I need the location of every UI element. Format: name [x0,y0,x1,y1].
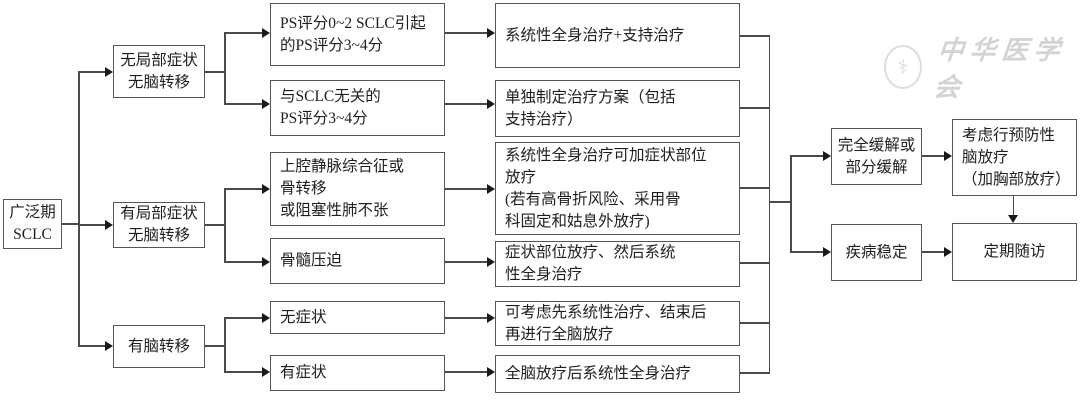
connector-line [78,71,80,347]
node-systemic-therapy-plus-supportive-care: 系统性全身治疗+支持治疗 [495,3,740,68]
node-systemic-then-whole-brain-rt: 可考虑先系统性治疗、结束后 再进行全脑放疗 [495,301,740,346]
connector-line [224,32,226,104]
cma-emblem-icon: ⚕ [884,45,923,89]
arrowhead-icon [944,151,952,161]
arrowhead-icon [262,367,270,377]
connector-line [205,345,226,347]
node-local-symptoms-no-brain-met: 有局部症状 无脑转移 [113,202,205,248]
connector-line [740,107,770,109]
node-regular-followup: 定期随访 [952,223,1077,281]
arrowhead-icon [487,184,495,194]
arrowhead-icon [105,67,113,77]
connector-line [224,103,263,105]
node-complete-or-partial-response: 完全缓解或 部分缓解 [831,128,922,185]
connector-line [78,345,106,347]
connector-line [922,251,945,253]
node-whole-brain-rt-then-systemic: 全脑放疗后系统性全身治疗 [495,355,740,393]
connector-line [768,35,770,374]
connector-line [224,317,226,373]
connector-line [224,188,226,263]
arrowhead-icon [823,151,831,161]
node-asymptomatic: 无症状 [270,301,445,334]
connector-line [1012,196,1014,216]
connector-line [768,201,792,203]
node-ps-3-4-unrelated-to-sclc: 与SCLC无关的 PS评分3~4分 [270,80,445,136]
arrowhead-icon [487,99,495,109]
connector-line [78,224,106,226]
connector-line [205,224,226,226]
arrowhead-icon [944,247,952,257]
connector-line [790,251,824,253]
connector-line [740,187,770,189]
connector-line [224,188,263,190]
arrowhead-icon [487,313,495,323]
node-stable-disease: 疾病稳定 [831,224,922,281]
arrowhead-icon [262,28,270,38]
node-no-local-symptoms-no-brain-met: 无局部症状 无脑转移 [113,45,205,98]
cma-watermark-text: 中华医学会 [932,36,1068,102]
node-ps-0-2-or-sclc-caused-ps-3-4: PS评分0~2 SCLC引起 的PS评分3~4分 [270,3,445,66]
connector-line [790,155,824,157]
connector-line [445,188,488,190]
connector-line [445,32,488,34]
node-marrow-compression: 骨髓压迫 [270,238,445,284]
arrowhead-icon [262,313,270,323]
arrowhead-icon [487,367,495,377]
connector-line [205,71,226,73]
connector-line [445,317,488,319]
arrowhead-down-icon [1008,215,1018,223]
node-systemic-therapy-plus-site-radiotherapy: 系统性全身治疗可加症状部位 放疗 (若有高骨折风险、采用骨 科固定和姑息外放疗) [495,142,740,235]
arrowhead-icon [262,257,270,267]
arrowhead-icon [105,341,113,351]
connector-line [740,262,770,264]
connector-line [224,261,263,263]
connector-line [740,35,770,37]
connector-line [445,261,488,263]
connector-line [62,223,80,225]
node-prophylactic-cranial-irradiation: 考虑行预防性 脑放疗 （加胸部放疗） [952,119,1077,196]
node-extensive-stage-sclc: 广泛期 SCLC [3,199,62,249]
connector-line [224,371,263,373]
connector-line [740,322,770,324]
node-svc-syndrome-bone-met-atelectasis: 上腔静脉综合征或 骨转移 或阻塞性肺不张 [270,152,445,226]
connector-line [922,155,945,157]
connector-line [445,371,488,373]
connector-line [78,71,106,73]
arrowhead-icon [487,257,495,267]
arrowhead-icon [262,184,270,194]
connector-line [224,317,263,319]
connector-line [224,32,263,34]
cma-watermark: ⚕ 中华医学会 [884,30,1080,104]
connector-line [445,103,488,105]
arrowhead-icon [262,99,270,109]
connector-line [790,155,792,253]
arrowhead-icon [823,247,831,257]
node-site-radiotherapy-then-systemic: 症状部位放疗、然后系统 性全身治疗 [495,241,740,287]
arrowhead-icon [487,28,495,38]
arrowhead-icon [105,220,113,230]
node-symptomatic: 有症状 [270,355,445,391]
node-individualized-treatment-plan: 单独制定治疗方案（包括 支持治疗） [495,80,740,137]
connector-line [740,372,770,374]
node-brain-metastasis: 有脑转移 [113,325,205,368]
